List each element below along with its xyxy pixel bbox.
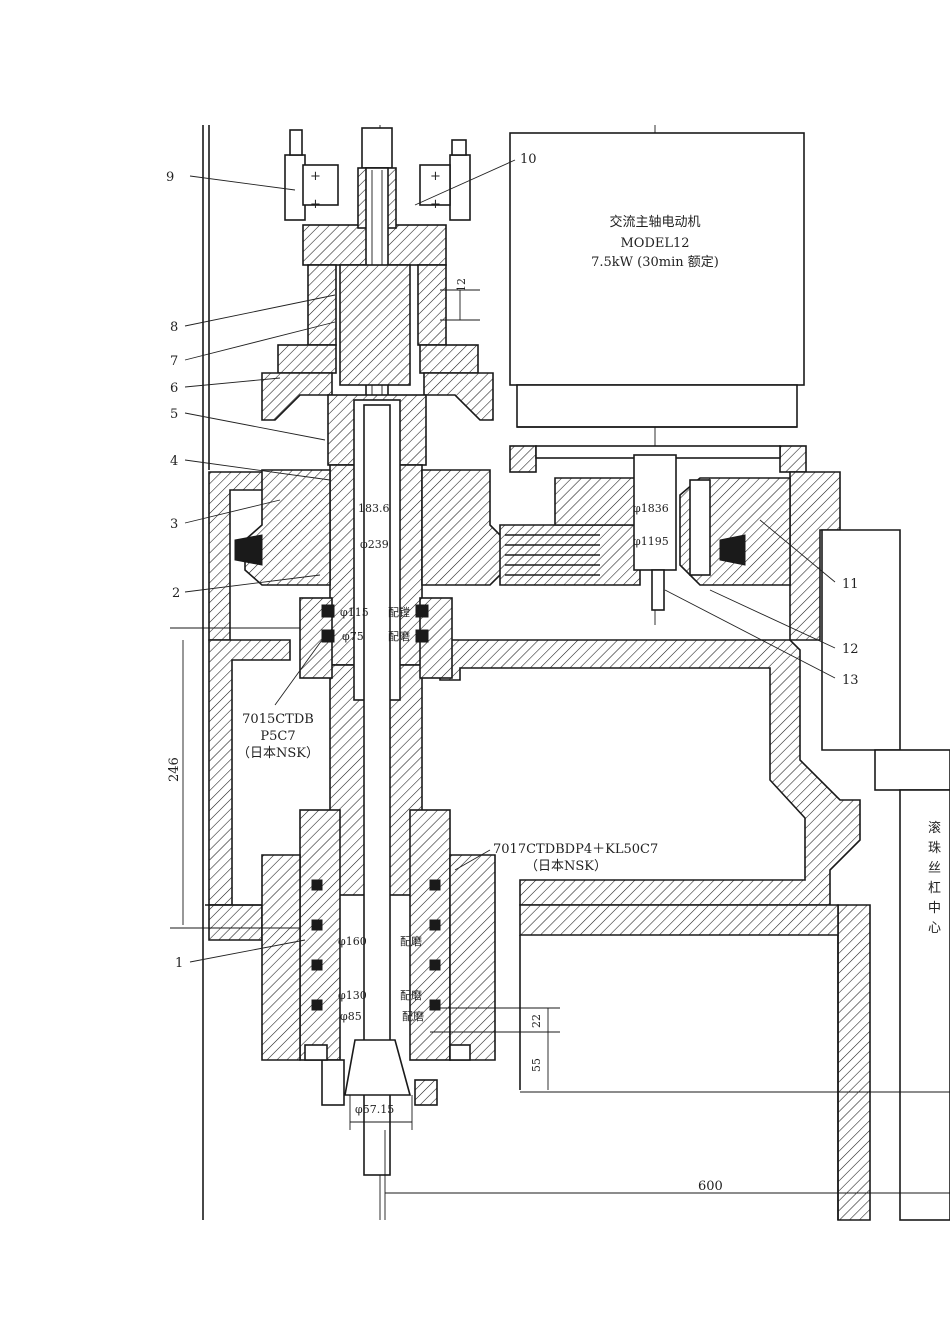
- motor-rating: 7.5kW (30min 额定): [591, 255, 719, 270]
- dim-55: 55: [530, 1058, 543, 1072]
- dim-85: φ85: [340, 1010, 362, 1023]
- dim-1195: φ1195: [633, 535, 669, 548]
- top-cap: + + + +: [261, 129, 494, 421]
- dim-600: 600: [698, 1179, 723, 1194]
- match-grind-3: 配磨: [400, 989, 422, 1002]
- callout-1: 1: [175, 956, 183, 971]
- svg-text:珠: 珠: [928, 841, 941, 856]
- callout-2: 2: [172, 586, 180, 601]
- bearing-upper-model: 7015CTDB: [242, 712, 314, 727]
- dim-246: 246: [167, 757, 182, 782]
- callout-4: 4: [170, 454, 178, 469]
- dimension-labels: 12 183.6 φ239 φ115 配镗 φ75 配磨 246 φ1836 φ…: [167, 278, 723, 1194]
- svg-text:杠: 杠: [928, 880, 941, 896]
- bearing-upper-grade: P5C7: [260, 729, 295, 744]
- ball-screw-center-label: 滚 珠 丝 杠 中 心: [928, 820, 941, 936]
- dim-1836: φ1836: [633, 502, 669, 515]
- bearing-upper-note: 7015CTDB P5C7 （日本NSK）: [237, 712, 319, 761]
- callout-8: 8: [170, 320, 178, 335]
- callout-11: 11: [842, 577, 859, 592]
- callout-9: 9: [166, 170, 174, 185]
- svg-text:中: 中: [928, 901, 941, 916]
- callout-3: 3: [170, 517, 178, 532]
- motor-model: MODEL12: [620, 236, 689, 251]
- lower-bearing-housing: [261, 854, 496, 1061]
- dimension-lines: [170, 289, 950, 1220]
- motor-body: [509, 132, 807, 473]
- dim-22: 22: [530, 1014, 543, 1028]
- svg-text:心: 心: [928, 921, 941, 936]
- housing-body: [205, 471, 950, 1221]
- motor-label: 交流主轴电动机 MODEL12 7.5kW (30min 额定): [591, 214, 719, 270]
- svg-text:滚: 滚: [928, 820, 941, 836]
- dim-183-6: 183.6: [358, 502, 390, 515]
- svg-text:+: +: [430, 169, 441, 184]
- dim-57-15: φ57.15: [355, 1103, 394, 1116]
- bearing-lower-note: 7017CTDBDP4＋KL50C7 （日本NSK）: [493, 842, 658, 874]
- bearing-upper-maker: （日本NSK）: [237, 746, 319, 761]
- callout-7: 7: [170, 354, 178, 369]
- match-grind-2: 配磨: [400, 935, 422, 948]
- bearing-lower-model: 7017CTDBDP4＋KL50C7: [493, 842, 658, 857]
- dim-75: φ75: [342, 630, 364, 643]
- svg-text:丝: 丝: [928, 861, 941, 876]
- svg-text:+: +: [310, 169, 321, 184]
- motor-name: 交流主轴电动机: [609, 214, 700, 230]
- svg-text:+: +: [430, 197, 441, 212]
- callout-10: 10: [520, 152, 537, 167]
- dim-130: φ130: [338, 989, 367, 1002]
- match-bore: 配镗: [388, 605, 410, 619]
- match-grind-1: 配磨: [388, 630, 410, 643]
- callout-13: 13: [842, 673, 859, 688]
- callout-6: 6: [170, 381, 178, 396]
- dim-115: φ115: [340, 606, 369, 619]
- belt-grooves: [505, 534, 600, 576]
- match-grind-4: 配磨: [402, 1010, 424, 1023]
- leader-lines: [184, 159, 836, 963]
- dim-239: φ239: [360, 538, 389, 551]
- svg-text:+: +: [310, 197, 321, 212]
- pulley-assembly: [234, 454, 791, 679]
- spindle-shaft: [299, 127, 451, 1176]
- dim-12: 12: [455, 278, 468, 292]
- callout-5: 5: [170, 407, 178, 422]
- dim-160: φ160: [338, 935, 367, 948]
- callout-labels: 9 10 8 7 6 5 4 3 2 1 11 12 13: [166, 152, 859, 971]
- bearing-lower-maker: （日本NSK）: [525, 859, 607, 874]
- callout-12: 12: [842, 642, 859, 657]
